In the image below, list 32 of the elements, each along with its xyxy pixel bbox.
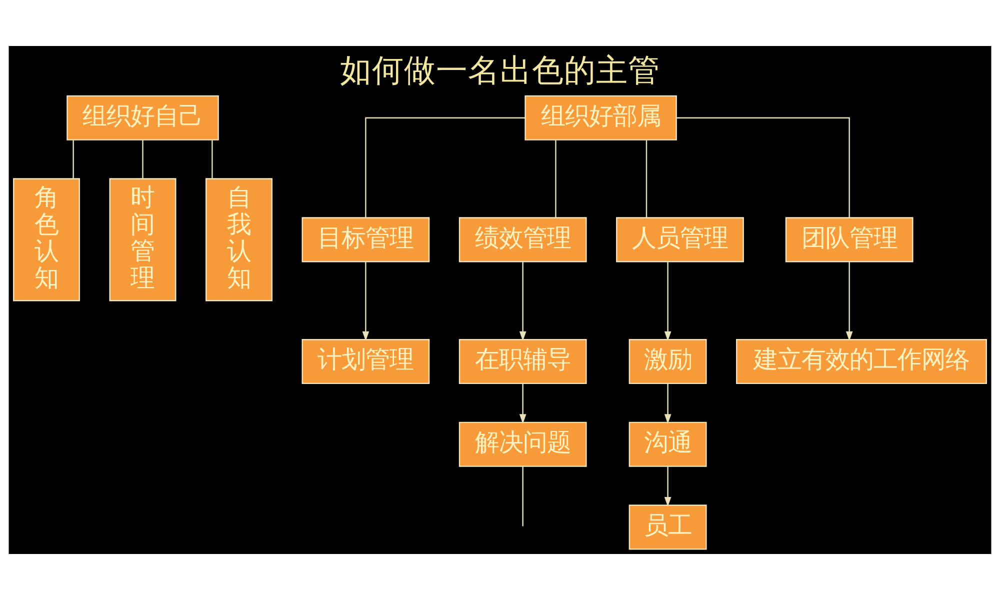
connector — [142, 140, 144, 178]
node-box: 绩效管理 — [458, 217, 587, 262]
arrow — [664, 466, 672, 507]
node-box: 沟通 — [628, 422, 707, 467]
node-box: 角色认知 — [13, 178, 80, 302]
connector — [646, 140, 648, 218]
node-box: 组织好部属 — [524, 95, 677, 140]
node-box: 团队管理 — [785, 217, 914, 262]
node-box: 时间管理 — [109, 178, 176, 302]
connector — [72, 140, 74, 178]
connector — [365, 117, 526, 218]
arrow — [519, 384, 526, 424]
arrow — [664, 262, 672, 342]
arrow — [519, 262, 526, 342]
connector — [522, 466, 524, 526]
node-box: 人员管理 — [616, 217, 744, 262]
node-box: 自我认知 — [206, 178, 272, 302]
node-box: 目标管理 — [302, 217, 430, 262]
arrow — [664, 384, 672, 424]
arrow — [362, 262, 370, 342]
node-box: 在职辅导 — [458, 338, 587, 384]
arrow — [846, 262, 853, 342]
node-box: 计划管理 — [302, 338, 430, 384]
node-box: 员工 — [628, 504, 707, 550]
node-box: 建立有效的工作网络 — [736, 338, 987, 384]
node-box: 组织好自己 — [66, 95, 219, 140]
connector — [555, 140, 556, 218]
diagram-title: 如何做一名出色的主管 — [340, 53, 660, 90]
node-box: 激励 — [628, 338, 707, 384]
connector — [212, 140, 213, 178]
connector — [676, 117, 850, 218]
node-box: 解决问题 — [458, 422, 587, 467]
